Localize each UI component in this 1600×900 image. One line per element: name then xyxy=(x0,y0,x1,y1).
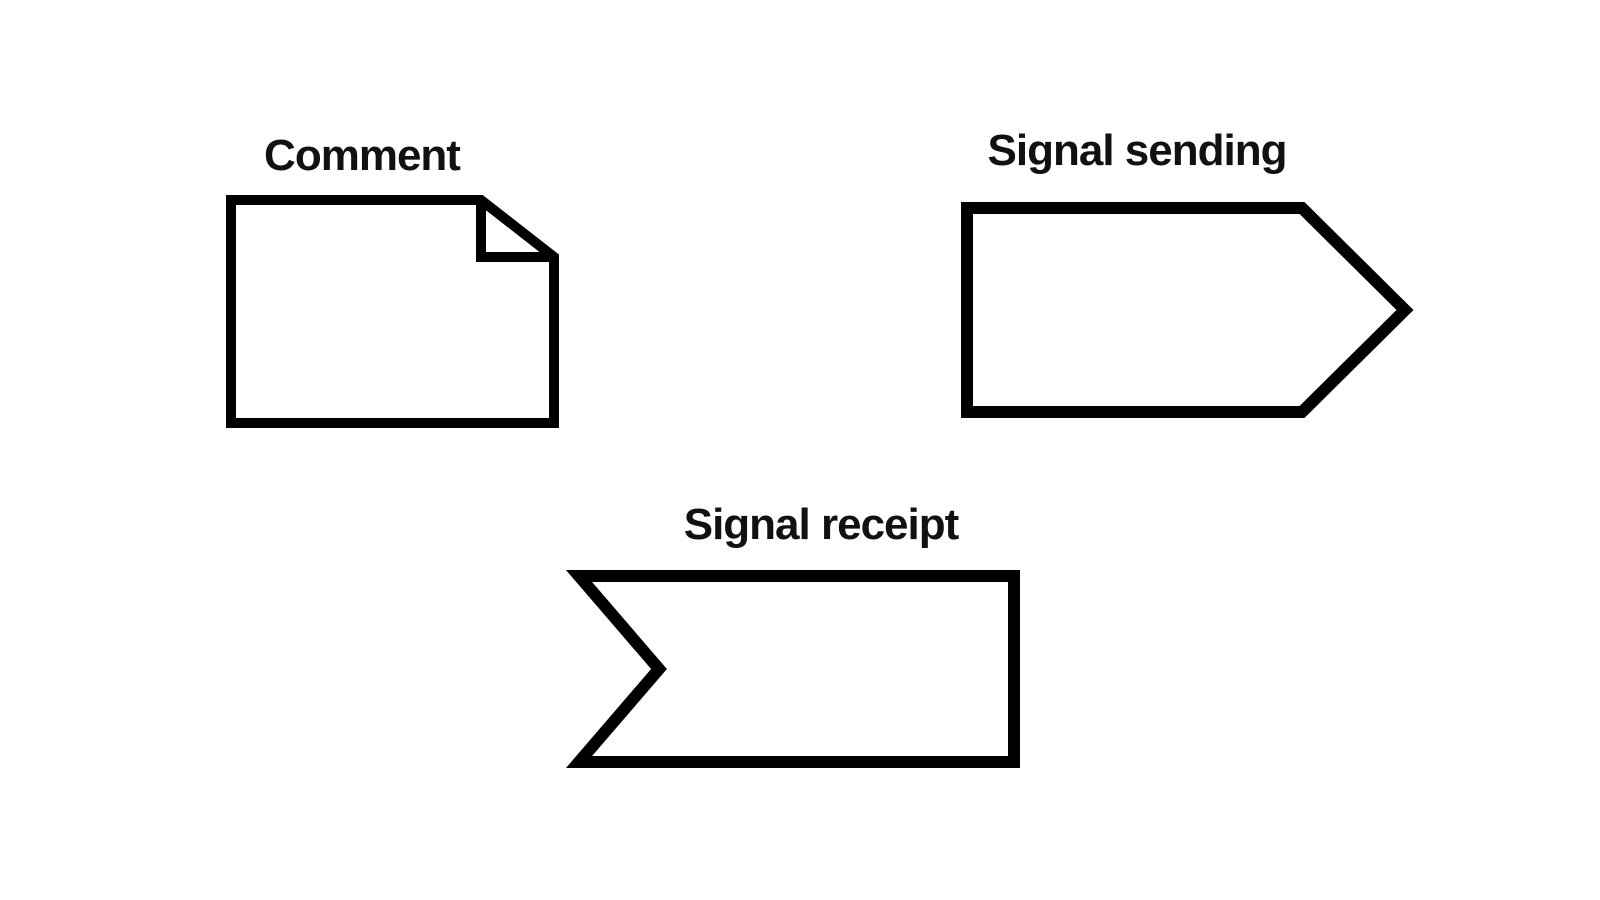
comment-label: Comment xyxy=(264,131,461,180)
signal-sending-shape xyxy=(961,202,1414,418)
signal-receipt-shape xyxy=(565,570,1020,768)
comment-shape xyxy=(226,195,559,428)
signal-receipt-label: Signal receipt xyxy=(683,500,960,549)
comment-fold-corner xyxy=(476,200,554,262)
comment-note-outline xyxy=(226,195,559,428)
signal-sending-pentagon xyxy=(961,202,1414,418)
signal-receipt-notched-rect xyxy=(565,570,1020,768)
signal-sending-label: Signal sending xyxy=(987,126,1288,175)
